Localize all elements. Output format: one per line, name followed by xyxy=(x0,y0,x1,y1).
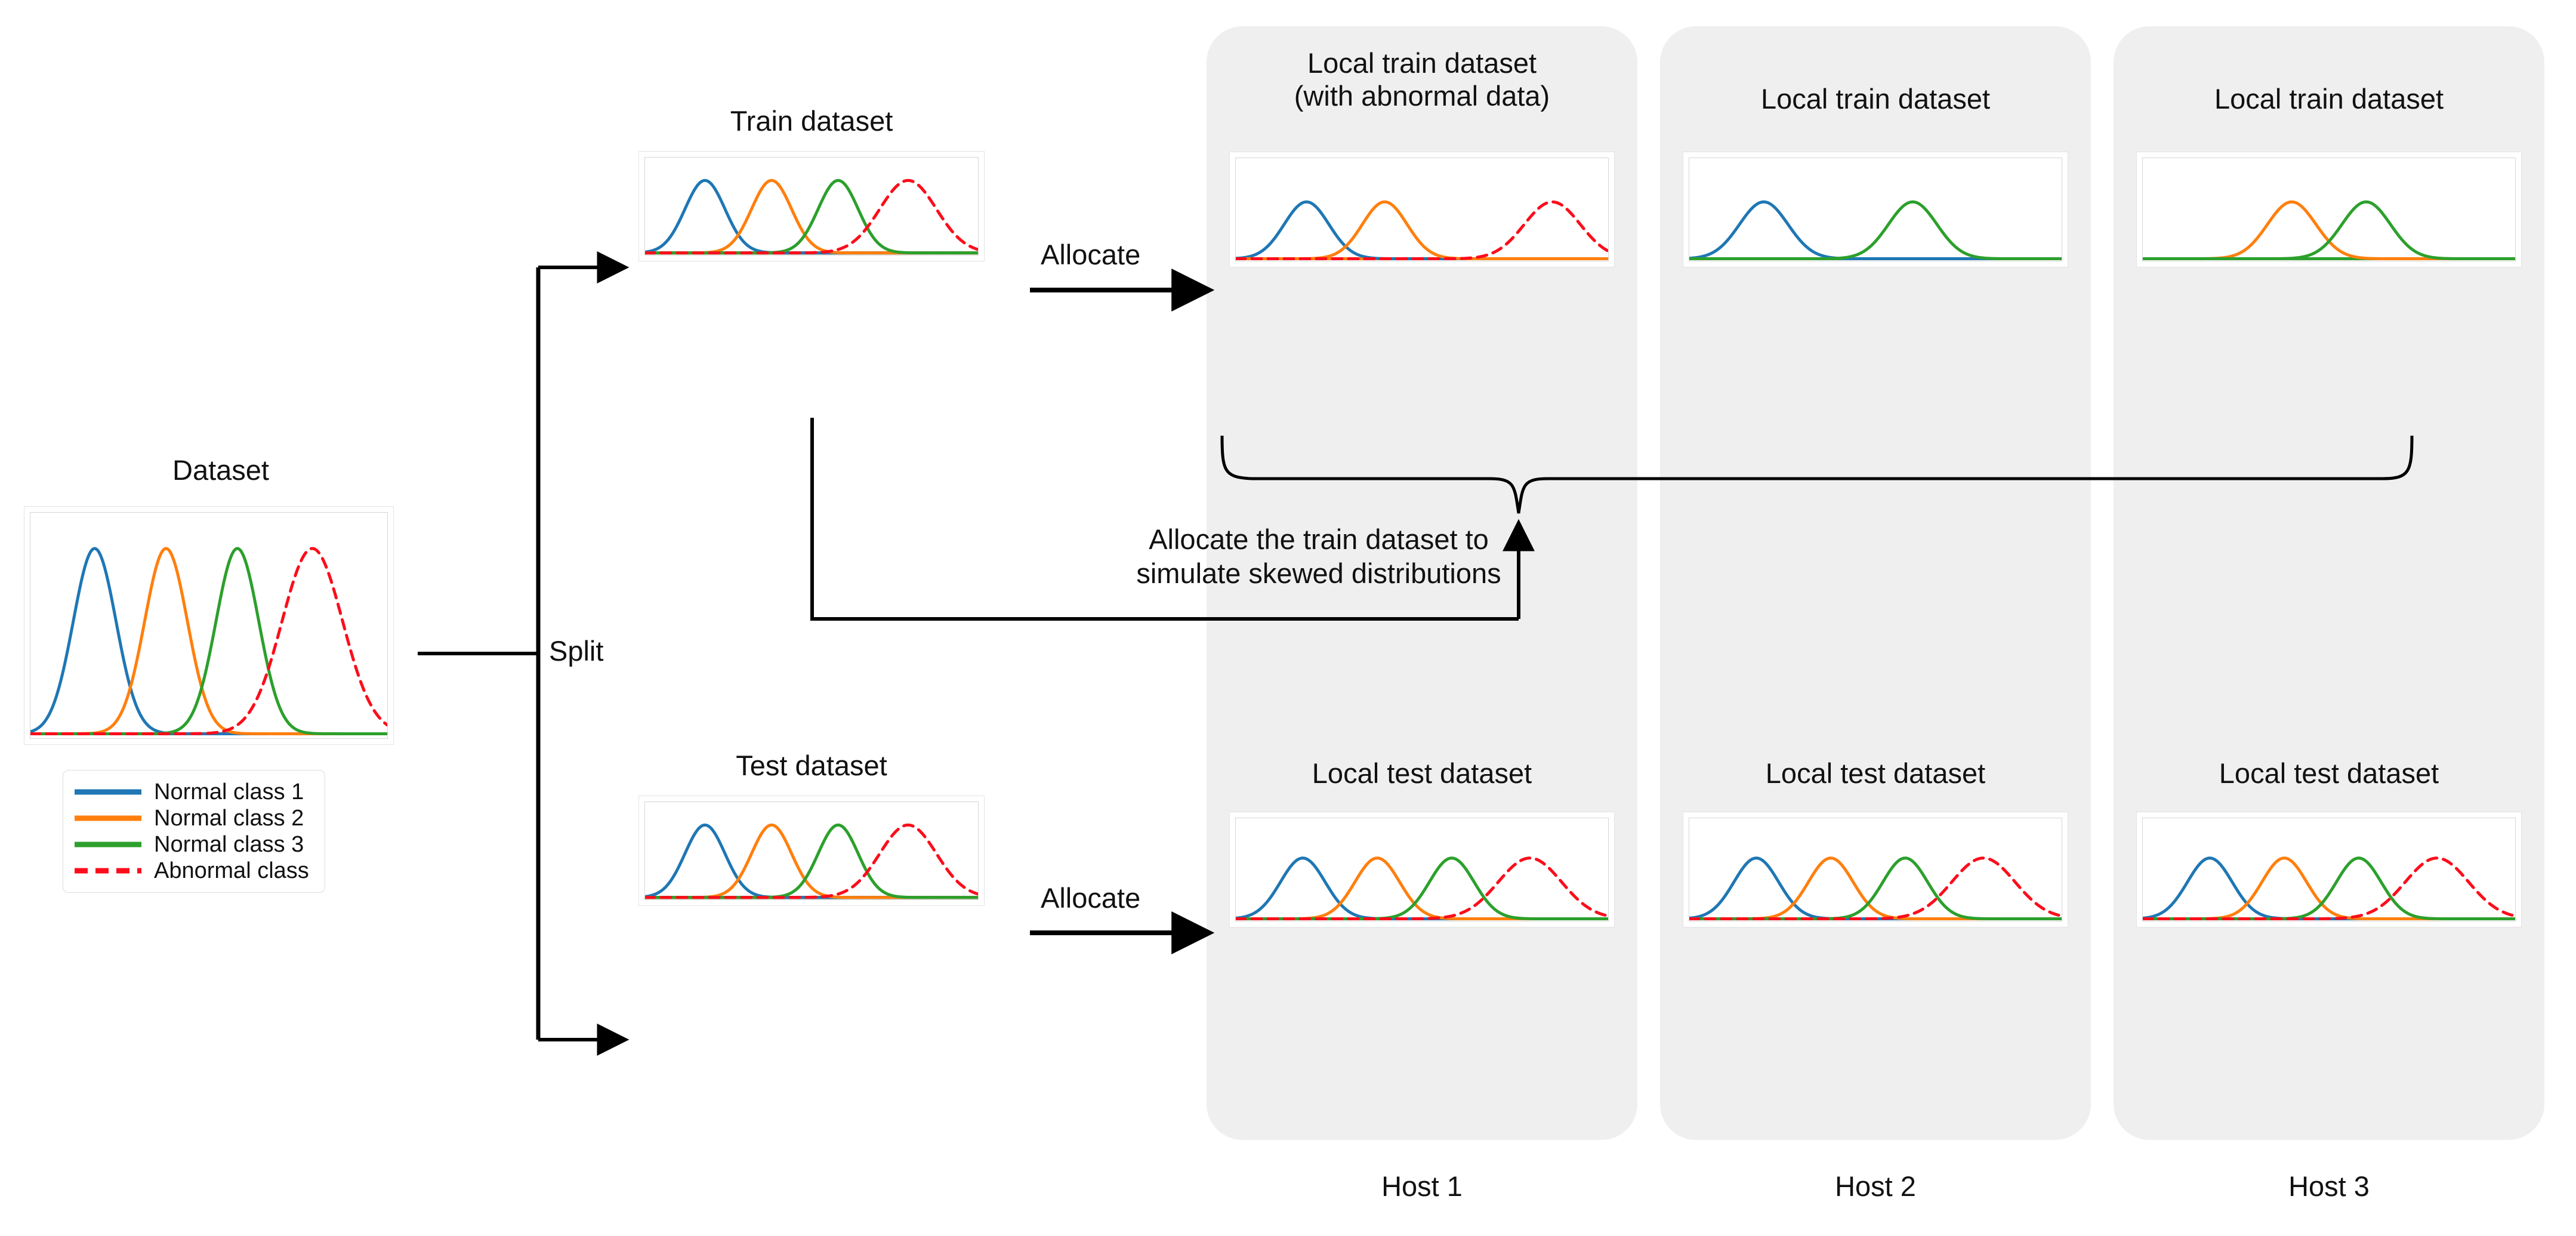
chart-test-dataset xyxy=(644,802,979,900)
chart-frame-local-train-host1 xyxy=(1229,152,1615,267)
chart-frame-local-train-host2 xyxy=(1683,152,2068,267)
legend-swatch-normal-class-1 xyxy=(73,786,143,798)
chart-frame-dataset xyxy=(24,506,394,745)
host-label-3: Host 3 xyxy=(2288,1170,2370,1202)
legend-swatch-normal-class-2 xyxy=(73,812,143,824)
chart-local-train-host3 xyxy=(2142,158,2516,261)
panel-title-local-train-host2: Local train dataset xyxy=(1760,83,1991,115)
chart-frame-train-dataset xyxy=(638,151,985,261)
chart-frame-local-test-host1 xyxy=(1229,812,1615,927)
split-label: Split xyxy=(549,635,604,667)
chart-dataset xyxy=(30,512,388,739)
panel-dataset: Dataset xyxy=(24,454,418,752)
chart-local-test-host1 xyxy=(1235,818,1609,921)
panel-test-dataset: Test dataset xyxy=(638,749,1032,1065)
panel-local-train-host2: Local train dataset xyxy=(1672,47,2079,417)
panel-title-local-train-host1: Local train dataset (with abnormal data) xyxy=(1294,47,1550,112)
chart-local-train-host2 xyxy=(1689,158,2062,261)
legend-label-abnormal-class: Abnormal class xyxy=(154,858,309,883)
chart-local-train-host1 xyxy=(1235,158,1609,261)
panel-local-test-host3: Local test dataset xyxy=(2125,757,2532,1091)
panel-title-local-test-host1: Local test dataset xyxy=(1312,757,1532,789)
legend-item-normal-class-1: Normal class 1 xyxy=(73,779,311,805)
host-label-2: Host 2 xyxy=(1835,1170,1916,1202)
chart-frame-local-test-host3 xyxy=(2136,812,2522,927)
panel-title-train-dataset: Train dataset xyxy=(730,105,893,137)
legend-label-normal-class-1: Normal class 1 xyxy=(154,779,304,805)
host-label-1: Host 1 xyxy=(1381,1170,1463,1202)
allocate-test-label: Allocate xyxy=(1041,882,1141,914)
chart-local-test-host3 xyxy=(2142,818,2516,921)
panel-title-local-train-host3: Local train dataset xyxy=(2214,83,2444,115)
legend-item-normal-class-3: Normal class 3 xyxy=(73,831,311,858)
skew-note-label: Allocate the train dataset to simulate s… xyxy=(1136,523,1501,590)
chart-frame-local-test-host2 xyxy=(1683,812,2068,927)
chart-frame-test-dataset xyxy=(638,796,985,906)
panel-local-train-host3: Local train dataset xyxy=(2125,47,2532,417)
legend-item-abnormal-class: Abnormal class xyxy=(73,858,311,884)
panel-title-dataset: Dataset xyxy=(172,454,269,486)
panel-local-train-host1: Local train dataset (with abnormal data) xyxy=(1218,47,1625,417)
legend-item-normal-class-2: Normal class 2 xyxy=(73,805,311,831)
legend-swatch-normal-class-3 xyxy=(73,839,143,850)
panel-title-local-test-host2: Local test dataset xyxy=(1765,757,1986,789)
panel-title-test-dataset: Test dataset xyxy=(736,750,887,781)
legend-label-normal-class-2: Normal class 2 xyxy=(154,805,304,831)
panel-train-dataset: Train dataset xyxy=(638,104,1032,421)
allocate-train-label: Allocate xyxy=(1041,239,1141,270)
chart-local-test-host2 xyxy=(1689,818,2062,921)
chart-train-dataset xyxy=(644,157,979,255)
legend-swatch-abnormal-class xyxy=(73,865,143,877)
panel-title-local-test-host3: Local test dataset xyxy=(2219,757,2439,789)
panel-local-test-host2: Local test dataset xyxy=(1672,757,2079,1091)
legend-label-normal-class-3: Normal class 3 xyxy=(154,831,304,857)
panel-local-test-host1: Local test dataset xyxy=(1218,757,1625,1091)
chart-frame-local-train-host3 xyxy=(2136,152,2522,267)
legend-box: Normal class 1 Normal class 2 Normal cla… xyxy=(63,770,325,893)
